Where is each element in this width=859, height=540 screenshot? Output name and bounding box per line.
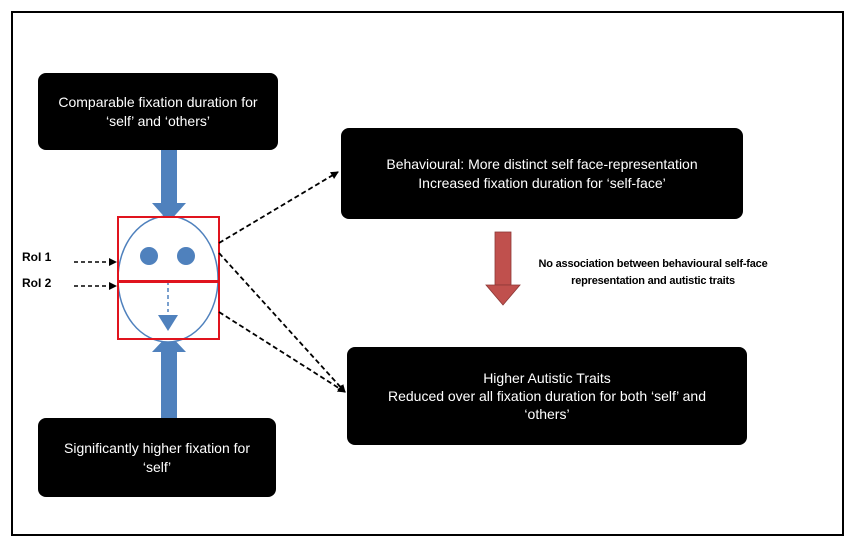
significant-fixation-box: Significantly higher fixation for ‘self’ [38,418,276,497]
roi2-label: RoI 2 [22,276,52,290]
autistic-line-2: Reduced over all fixation duration for b… [387,387,707,404]
comparable-line-1: Comparable fixation duration for [58,94,258,111]
autistic-line-1: Higher Autistic Traits [483,369,611,386]
comparable-fixation-box: Comparable fixation duration for ‘self’ … [38,73,278,150]
comparable-line-2: ‘self’ and ‘others’ [105,112,210,129]
behavioural-line-1: Behavioural: More distinct self face-rep… [386,156,698,173]
significant-line-1: Significantly higher fixation for [64,440,250,457]
no-association-line-1: No association between behavioural self-… [538,258,768,270]
higher-autistic-traits-box: Higher Autistic Traits Reduced over all … [347,347,747,445]
behavioural-box: Behavioural: More distinct self face-rep… [341,128,743,219]
significant-line-2: ‘self’ [142,458,172,475]
behavioural-line-2: Increased fixation duration for ‘self-fa… [418,174,666,191]
roi1-label: RoI 1 [22,250,52,264]
no-association-line-2: representation and autistic traits [571,274,735,287]
no-association-note: No association between behavioural self-… [522,256,784,289]
autistic-line-3: ‘others’ [524,406,570,423]
